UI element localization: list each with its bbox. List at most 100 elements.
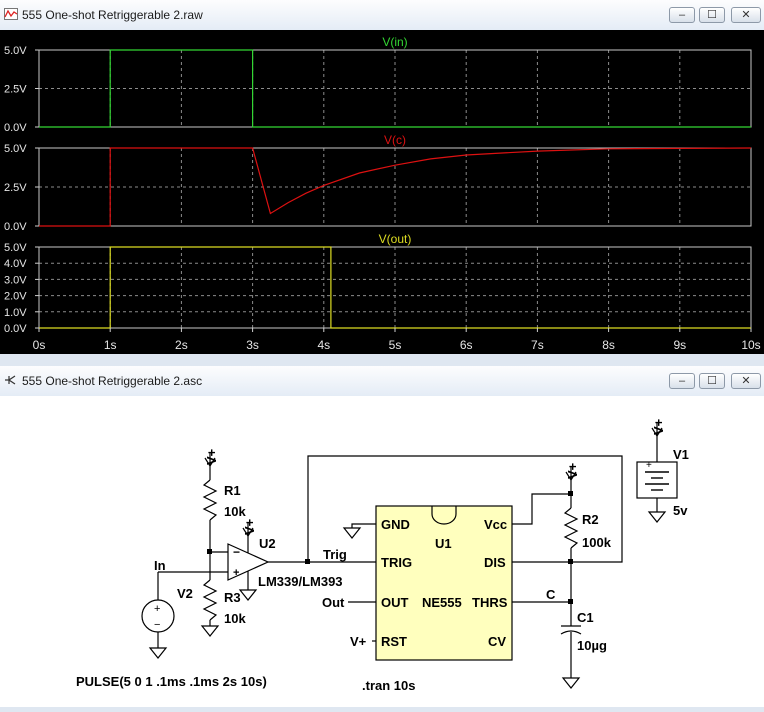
r3-value: 10k	[224, 611, 246, 626]
ground-symbol	[342, 527, 362, 539]
schematic-drawing: − + + − + V+ V+ V+ V+ R1 10k R3 10k U2 L…	[76, 418, 689, 693]
x-tick-label: 4s	[317, 338, 330, 352]
y-tick-label: 3.0V	[4, 274, 27, 286]
vplus-label: V+	[204, 448, 219, 465]
r1-value: 10k	[224, 504, 246, 519]
minimize-icon: ‒	[678, 9, 686, 21]
source-plus-sign: +	[154, 603, 160, 615]
close-icon: ✕	[741, 9, 751, 21]
wire-gnd-pin	[351, 523, 376, 528]
trace-line	[39, 246, 751, 329]
ground-symbol	[647, 511, 667, 523]
ic-u1-ne555	[375, 505, 513, 661]
u1-label: U1	[435, 536, 452, 551]
capacitor-c1-bottom	[560, 630, 582, 635]
schematic-window-title: 555 One-shot Retriggerable 2.asc	[22, 374, 203, 388]
net-label-in: In	[154, 558, 166, 573]
ground-symbol	[200, 625, 220, 637]
pin-thrs-label: THRS	[472, 595, 508, 610]
schematic-canvas[interactable]: − + + − + V+ V+ V+ V+ R1 10k R3 10k U2 L…	[0, 396, 764, 707]
y-tick-label: 2.0V	[4, 291, 27, 303]
pin-cv-label: CV	[488, 634, 506, 649]
opamp-minus-sign: −	[233, 545, 240, 559]
pin-gnd-label: GND	[381, 517, 410, 532]
waveform-window-titlebar[interactable]: 555 One-shot Retriggerable 2.raw ‒ ☐ ✕	[0, 0, 764, 31]
voltage-source-v2	[141, 599, 175, 633]
y-tick-label: 2.5V	[4, 182, 27, 194]
battery-v1	[636, 461, 678, 499]
x-tick-label: 10s	[741, 338, 760, 352]
y-tick-label: 5.0V	[4, 143, 27, 155]
x-tick-label: 1s	[104, 338, 117, 352]
v1-value: 5v	[673, 503, 688, 518]
v1-label: V1	[673, 447, 689, 462]
vplus-rst-label: V+	[350, 634, 367, 649]
x-tick-label: 8s	[602, 338, 615, 352]
maximize-icon: ☐	[707, 9, 717, 21]
x-tick-label: 0s	[33, 338, 46, 352]
trace-line	[39, 147, 752, 227]
window-separator	[0, 354, 764, 366]
y-tick-label: 0.0V	[4, 122, 27, 134]
resistor-r3	[202, 579, 218, 621]
opamp-plus-sign: +	[233, 567, 239, 579]
r2-label: R2	[582, 512, 599, 527]
trace-title: V(out)	[379, 232, 412, 246]
waveform-chart: 5.0V2.5V0.0VV(in)5.0V2.5V0.0VV(c)5.0V4.0…	[4, 35, 761, 352]
minimize-button[interactable]: ‒	[669, 7, 695, 23]
y-tick-label: 0.0V	[4, 221, 27, 233]
battery-plus-sign: +	[646, 460, 652, 471]
wire-r1-node	[209, 520, 228, 574]
resistor-r2	[563, 507, 579, 549]
vplus-label: V+	[651, 418, 666, 435]
u2-part-label: LM339/LM393	[258, 574, 343, 589]
y-tick-label: 0.0V	[4, 323, 27, 335]
x-tick-label: 5s	[389, 338, 402, 352]
r3-label: R3	[224, 590, 241, 605]
trace-title: V(c)	[384, 133, 406, 147]
schematic-minimize-button[interactable]: ‒	[669, 373, 695, 389]
y-tick-label: 2.5V	[4, 84, 27, 96]
r1-label: R1	[224, 483, 241, 498]
vplus-label: V+	[242, 518, 257, 535]
y-tick-label: 1.0V	[4, 307, 27, 319]
ne555-label: NE555	[422, 595, 462, 610]
ground-symbol	[561, 677, 581, 689]
resistor-r1	[202, 479, 218, 521]
close-icon: ✕	[741, 375, 751, 387]
close-button[interactable]: ✕	[731, 7, 761, 23]
schematic-maximize-button[interactable]: ☐	[699, 373, 725, 389]
y-tick-label: 5.0V	[4, 45, 27, 57]
maximize-icon: ☐	[707, 375, 717, 387]
minimize-icon: ‒	[678, 375, 686, 387]
x-tick-label: 9s	[673, 338, 686, 352]
waveform-app-icon	[4, 8, 18, 20]
pin-vcc-label: Vcc	[484, 517, 507, 532]
trace-line	[39, 49, 751, 128]
schematic-close-button[interactable]: ✕	[731, 373, 761, 389]
trace-title: V(in)	[382, 35, 407, 49]
tran-directive: .tran 10s	[362, 678, 415, 693]
net-label-trig: Trig	[323, 547, 347, 562]
plot-frame	[38, 147, 752, 227]
y-tick-label: 4.0V	[4, 258, 27, 270]
x-tick-label: 7s	[531, 338, 544, 352]
x-tick-label: 3s	[246, 338, 259, 352]
wire-trig-feedback	[307, 455, 623, 563]
ground-symbol	[238, 589, 258, 601]
v2-label: V2	[177, 586, 193, 601]
x-tick-label: 2s	[175, 338, 188, 352]
schematic-app-icon	[5, 375, 16, 385]
c1-label: C1	[577, 610, 594, 625]
r2-value: 100k	[582, 535, 612, 550]
ground-symbol	[148, 647, 168, 659]
c1-value: 10µg	[577, 638, 607, 653]
net-label-c: C	[546, 587, 556, 602]
schematic-window-titlebar[interactable]: 555 One-shot Retriggerable 2.asc ‒ ☐ ✕	[0, 366, 764, 397]
pin-out-label: OUT	[381, 595, 409, 610]
source-minus-sign: −	[154, 619, 160, 631]
pulse-directive: PULSE(5 0 1 .1ms .1ms 2s 10s)	[76, 674, 267, 689]
maximize-button[interactable]: ☐	[699, 7, 725, 23]
vplus-label: V+	[565, 462, 580, 479]
